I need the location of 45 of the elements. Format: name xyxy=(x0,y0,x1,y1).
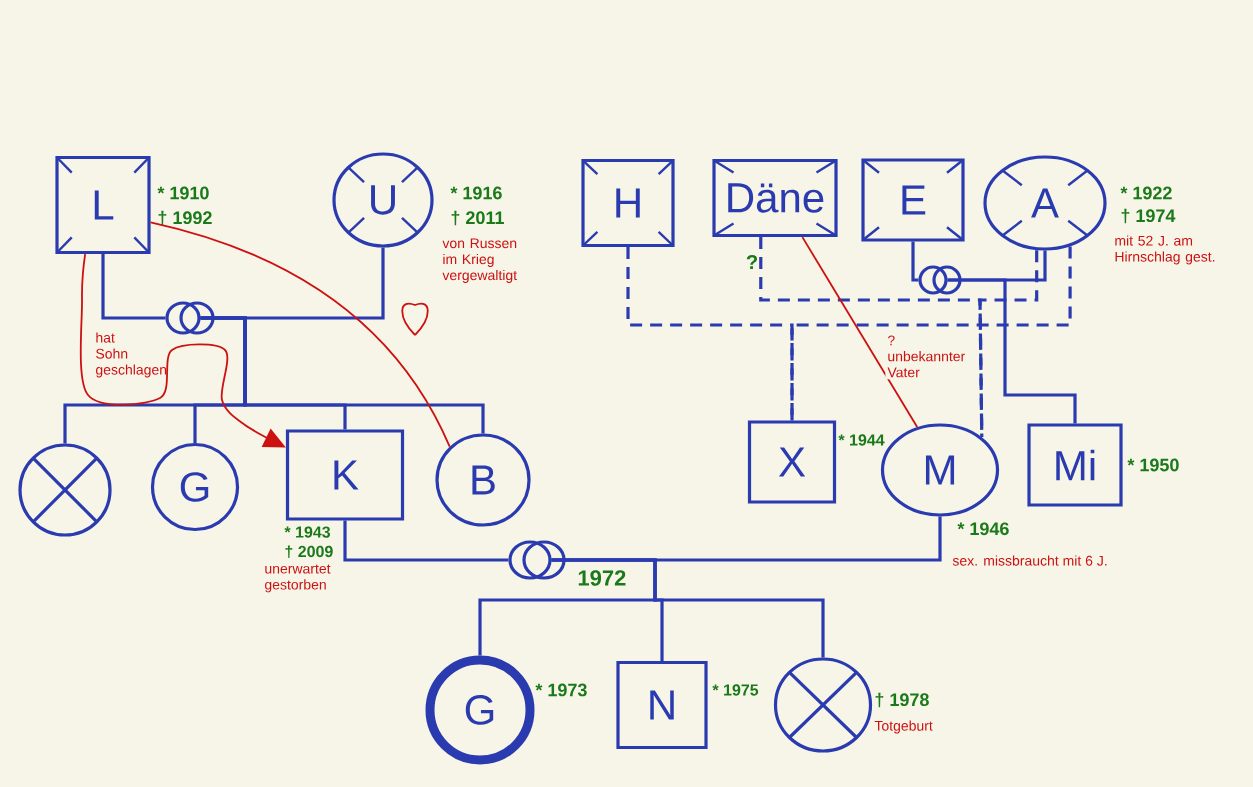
date-label: * 1943 xyxy=(284,526,331,538)
date-label: * 1975 xyxy=(712,684,759,696)
person-square: K xyxy=(285,429,405,521)
date-label: † 1992 xyxy=(158,210,212,226)
edge-label: ? unbekannter Vater xyxy=(885,333,978,380)
date-label: * 1922 xyxy=(1120,186,1172,200)
marriage-rings xyxy=(165,301,215,335)
date-label: * 1910 xyxy=(157,186,209,200)
relationship-line xyxy=(343,520,509,562)
relationship-line xyxy=(101,254,166,320)
relationship-line xyxy=(200,316,485,434)
date-label: † 1978 xyxy=(875,692,929,708)
date-label: † 1974 xyxy=(1121,208,1176,224)
person-square: H xyxy=(581,158,675,248)
person-square: Mi xyxy=(1027,423,1123,507)
date-label: * 1946 xyxy=(957,522,1009,536)
date-label: * 1950 xyxy=(1127,458,1179,472)
relationship-line xyxy=(947,278,1077,424)
relationship-line xyxy=(911,241,919,282)
annotation-line xyxy=(149,221,451,448)
note-text: mit 52 J. am Hirnschlag gest. xyxy=(1115,235,1215,265)
person-square: N xyxy=(616,660,708,750)
person-square: L xyxy=(55,155,151,255)
question-mark: ? xyxy=(746,255,757,269)
marriage-rings xyxy=(508,540,566,580)
date-label: * 1916 xyxy=(450,186,502,200)
crossed-circle xyxy=(773,657,873,753)
year-label: 1972 xyxy=(578,570,626,586)
relationship-line xyxy=(790,246,1072,421)
person-square: X xyxy=(747,420,837,504)
date-label: † 2011 xyxy=(451,210,504,226)
note-text: unerwartet gestorben xyxy=(265,564,331,593)
marriage-rings xyxy=(918,265,962,295)
note-text: sex. missbraucht mit 6 J. xyxy=(952,555,1107,566)
person-square: Däne xyxy=(712,158,838,238)
date-label: † 2009 xyxy=(285,545,333,559)
annotation-line xyxy=(801,236,919,428)
crossed-circle xyxy=(18,443,112,537)
date-label: * 1973 xyxy=(535,683,587,697)
relationship-line xyxy=(551,558,825,658)
relationship-line xyxy=(978,250,1039,438)
person-square: E xyxy=(861,158,965,242)
edge-label: hat Sohn geschlagen xyxy=(93,330,167,380)
note-text: Totgeburt xyxy=(874,720,933,734)
note-text: von Russen im Krieg vergewaltigt xyxy=(442,238,517,283)
